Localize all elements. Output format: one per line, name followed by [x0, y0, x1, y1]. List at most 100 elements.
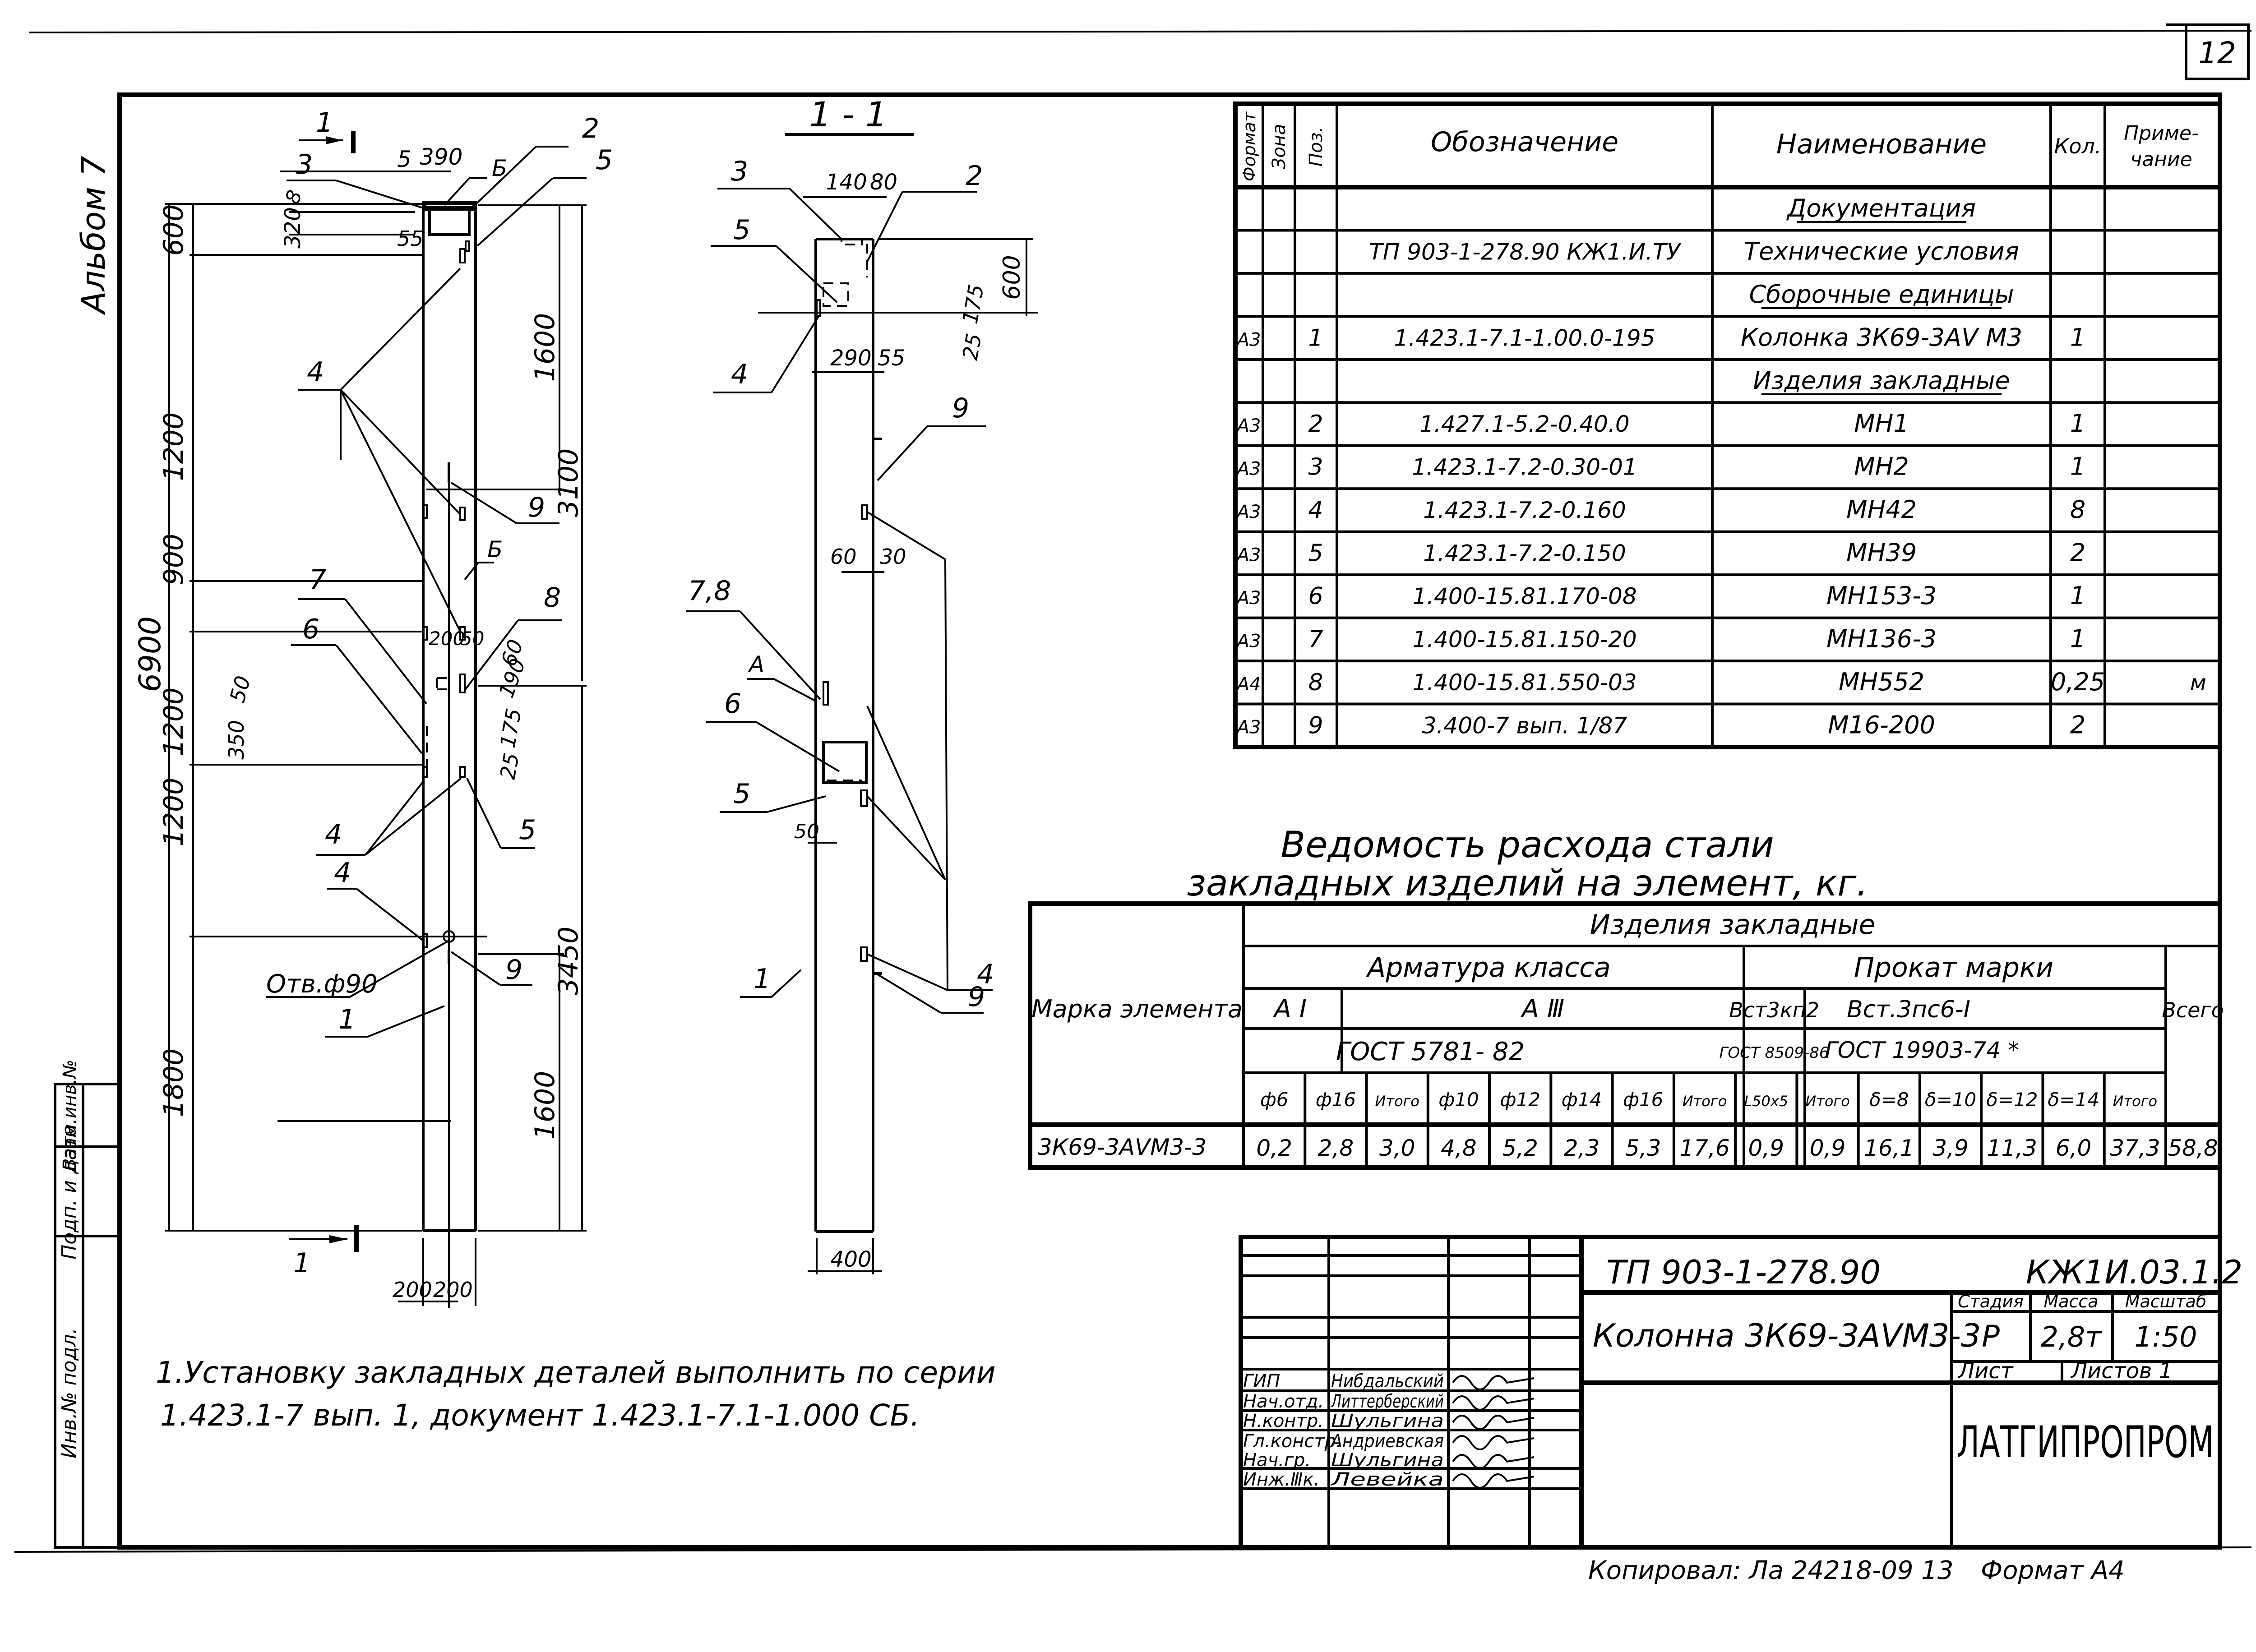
signature-name: Левейка	[1330, 1469, 1444, 1490]
steel-cell: 0,9	[1810, 1135, 1846, 1161]
steel-cell: 0,2	[1256, 1135, 1292, 1161]
spec-cell-pos: 1	[1308, 324, 1323, 351]
steel-std-armature: ГОСТ 5781- 82	[1336, 1037, 1525, 1066]
signature-scribble	[1452, 1415, 1535, 1430]
view-mark-a: А	[748, 651, 764, 678]
spec-cell-name: Колонка 3К69-3АⅤ М3	[1741, 323, 2022, 351]
steel-std-grade2: ГОСТ 19903-74 *	[1825, 1037, 2019, 1063]
steel-table: Ведомость расхода стали закладных издели…	[1028, 824, 2224, 1170]
stamp-signature-date: Подп. и дата	[58, 1124, 81, 1260]
dim-50-right: 50	[460, 628, 484, 650]
spec-cell-name: МН1	[1854, 409, 1909, 438]
signature-scribble	[1452, 1454, 1535, 1469]
spec-cell-qty: 1	[2070, 409, 2085, 438]
dim-1200-a: 1200	[158, 412, 190, 481]
section-callouts: 3 2 5 4 9 7,8 А 6 5	[686, 156, 994, 1014]
spec-cell-designation: 1.423.1-7.2-0.30-01	[1412, 454, 1637, 480]
scale-label: Масштаб	[2125, 1292, 2207, 1311]
steel-cell: 3,9	[1932, 1135, 1969, 1161]
steel-row-total: 58,8	[2168, 1135, 2218, 1161]
signature-scribble	[1452, 1395, 1535, 1411]
callout-9-low: 9	[505, 954, 522, 986]
callout-1-section: 1	[754, 963, 771, 995]
dim-55-section: 55	[878, 346, 905, 371]
stamp-original-inv: Инв.№ подл.	[58, 1328, 81, 1458]
spec-cell-format: А3	[1236, 415, 1261, 436]
dim-200-right: 200	[433, 1278, 473, 1302]
album-label: Альбом 7	[74, 156, 112, 315]
sheet-number-box: 12	[2166, 23, 2250, 80]
dim-600-section: 600	[999, 255, 1026, 300]
spec-cell-qty: 2	[2070, 711, 2085, 739]
spec-header-designation: Обозначение	[1431, 126, 1618, 158]
view-mark-b: Б	[492, 155, 507, 181]
section-title: 1 - 1	[809, 94, 887, 134]
section-mark-label: 1	[316, 107, 333, 138]
spec-table: Документация ТП 903-1-278.90 КЖ1.И.ТУ Техн…	[1233, 102, 2222, 749]
project-code: ТП 903-1-278.90	[1606, 1253, 1881, 1291]
steel-cell: 16,1	[1864, 1135, 1914, 1161]
spec-cell-pos: 4	[1308, 497, 1323, 524]
section-dims: 140 80 600 175 25 290 55 60 30 50 400	[758, 170, 1038, 1274]
side-stamp: Инв.№ подл. Подп. и дата Взам.инв.№	[54, 1060, 121, 1549]
element-name: Колонна 3К69-3АⅤМ3-3	[1593, 1317, 1981, 1354]
scale-value: 1:50	[2134, 1320, 2197, 1353]
spec-cell-designation: 1.427.1-5.2-0.40.0	[1419, 411, 1629, 437]
callout-4-mid: 4	[325, 819, 342, 850]
steel-col-header: ф12	[1500, 1089, 1540, 1111]
steel-col-header: ф16	[1623, 1089, 1663, 1111]
steel-table-title-1: Ведомость расхода стали	[1281, 824, 1774, 866]
spec-header-qty: Кол.	[2054, 134, 2102, 158]
signature-role: Нач.гр.	[1243, 1450, 1311, 1471]
dim-60-section: 60	[830, 545, 857, 569]
steel-col-header: L50x5	[1744, 1093, 1788, 1110]
dim-290: 290	[830, 346, 872, 371]
spec-row: Документация	[1786, 194, 1976, 223]
callout-3-section: 3	[731, 156, 748, 187]
spec-cell-name: Технические условия	[1744, 237, 2019, 265]
steel-cell: 2,8	[1318, 1135, 1354, 1161]
signature-name: Нибдальский	[1331, 1371, 1444, 1392]
callout-5-section-top: 5	[733, 214, 750, 246]
mid-detail-dims: 60 190 350 50 200 50 175 25	[224, 628, 530, 781]
note-line-2: 1.423.1-7 вып. 1, документ 1.423.1-7.1-1…	[160, 1398, 920, 1433]
spec-cell-name: МН2	[1854, 452, 1909, 481]
spec-cell-designation: 3.400-7 вып. 1/87	[1422, 712, 1627, 738]
callout-2-section: 2	[966, 160, 983, 192]
dim-3450: 3450	[553, 927, 584, 996]
dim-1800: 1800	[158, 1048, 190, 1117]
callout-9-section-top: 9	[952, 392, 969, 424]
signature-name: Шульгина	[1331, 1411, 1444, 1431]
spec-cell-designation: 1.423.1-7.2-0.160	[1423, 497, 1626, 523]
callout-9-top: 9	[528, 492, 545, 523]
spec-cell-pos: 9	[1308, 712, 1323, 739]
steel-grade-1: Вст3кп2	[1729, 998, 1819, 1022]
spec-cell-name: МН552	[1839, 668, 1924, 696]
signature-name: Андриевская	[1330, 1431, 1444, 1452]
callout-78: 7,8	[688, 575, 731, 607]
spec-cell-format: А3	[1236, 588, 1261, 609]
spec-cell-name: МН153-3	[1826, 581, 1937, 610]
steel-row-header: Марка элемента	[1031, 995, 1243, 1023]
steel-cell: 4,8	[1441, 1135, 1477, 1161]
dim-25: 25	[495, 751, 524, 781]
callout-1: 1	[338, 1004, 356, 1035]
callout-8: 8	[544, 582, 561, 614]
dim-55: 55	[397, 226, 424, 251]
spec-cell-qty: 1	[2070, 452, 2085, 481]
spec-header-pos: Поз.	[1306, 127, 1327, 167]
signature-row: Инж.Ⅲк.Левейка	[1243, 1469, 1535, 1490]
spec-cell-qty: 2	[2070, 539, 2085, 567]
spec-row: Сборочные единицы	[1749, 280, 2014, 309]
spec-cell-designation: ТП 903-1-278.90 КЖ1.И.ТУ	[1369, 239, 1682, 265]
spec-cell-name: МН42	[1846, 495, 1917, 524]
dim-6900: 6900	[133, 616, 167, 692]
spec-cell-format: А3	[1236, 717, 1261, 738]
sheet-number: 12	[2198, 36, 2236, 70]
callout-3: 3	[296, 149, 313, 180]
signature-name: Шульгина	[1331, 1450, 1444, 1471]
